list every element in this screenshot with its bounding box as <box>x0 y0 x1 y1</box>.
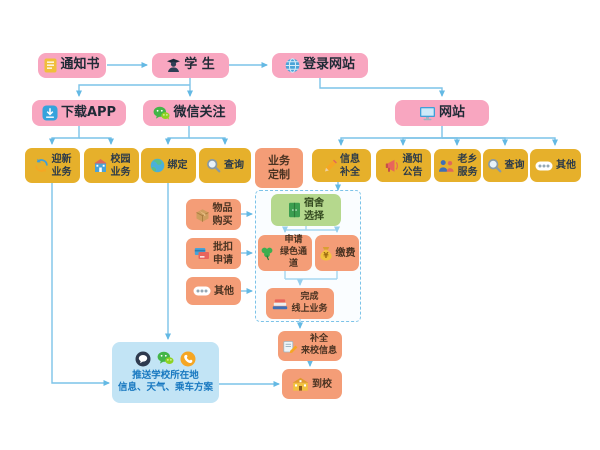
app-download-icon <box>42 105 58 121</box>
stack-icon <box>272 298 288 310</box>
push-icons <box>135 351 196 367</box>
node-wechat-follow: 微信关注 <box>143 100 236 126</box>
node-label: 补全 来校信息 <box>300 334 337 356</box>
node-other-custom: 其他 <box>186 277 241 305</box>
node-label: 校园 业务 <box>110 153 131 178</box>
node-green-channel: 申请 绿色通道 <box>258 235 312 271</box>
phone-icon <box>180 351 196 367</box>
push-label: 推送学校所在地 信息、天气、乘车方案 <box>117 369 213 393</box>
node-label: 老乡 服务 <box>457 153 478 178</box>
moneybag-icon: ¥ <box>319 246 333 261</box>
people-icon <box>438 159 455 173</box>
node-label: 申请 绿色通道 <box>279 235 307 269</box>
node-label: 查询 <box>504 160 525 171</box>
node-label: 绑定 <box>167 160 188 171</box>
node-query-wechat: 查询 <box>199 148 251 183</box>
node-notice: 通知书 <box>38 53 106 78</box>
node-business-customization: 业务 定制 <box>255 148 303 188</box>
node-label: 网站 <box>438 104 465 120</box>
node-label: 完成 线上业务 <box>291 291 328 314</box>
wechat-icon <box>157 351 174 366</box>
node-label: 信息 补全 <box>340 153 360 178</box>
monitor-icon <box>419 106 436 121</box>
school-icon <box>292 377 309 391</box>
node-deduction-application: 批扣 申请 <box>186 238 241 269</box>
wechat-icon <box>153 106 170 121</box>
dots-icon <box>193 286 211 296</box>
node-info-completion: 信息 补全 <box>312 149 371 182</box>
node-bind: 绑定 <box>141 148 196 183</box>
node-label: 其他 <box>556 160 576 171</box>
wardrobe-icon <box>288 202 301 218</box>
node-dorm-selection: 宿舍 选择 <box>271 194 341 226</box>
node-label: 批扣 申请 <box>213 241 233 266</box>
document-icon <box>44 58 57 73</box>
node-label: 缴费 <box>335 247 356 259</box>
node-label: 下载APP <box>60 104 117 120</box>
node-label: 其他 <box>214 285 234 297</box>
node-other-web: 其他 <box>530 149 581 182</box>
node-arrive-at-school: 到校 <box>282 369 342 399</box>
search-icon <box>206 158 221 173</box>
globe-icon <box>285 58 300 73</box>
node-label: 通知 公告 <box>402 153 423 178</box>
node-label: 迎新 业务 <box>51 153 72 178</box>
megaphone-icon <box>385 159 400 173</box>
node-label: 宿舍 选择 <box>304 198 324 222</box>
node-campus-services: 校园 业务 <box>84 148 139 183</box>
node-query-web: 查询 <box>483 149 528 182</box>
dots-icon <box>535 161 553 171</box>
node-label: 微信关注 <box>173 104 226 120</box>
node-label: 业务 定制 <box>268 153 290 181</box>
write-icon <box>283 340 298 353</box>
node-hometown-service: 老乡 服务 <box>434 149 481 182</box>
pencil-icon <box>323 159 337 173</box>
node-download-app: 下载APP <box>32 100 126 126</box>
node-label: 到校 <box>312 378 332 390</box>
node-label: 登录网站 <box>302 57 355 73</box>
search-icon <box>487 158 502 173</box>
node-label: 物品 购买 <box>212 202 233 227</box>
earth-icon <box>150 158 165 173</box>
node-student: 学 生 <box>152 53 229 78</box>
node-website: 网站 <box>395 100 489 126</box>
clover-icon <box>260 246 274 261</box>
student-icon <box>166 58 181 73</box>
push-info-box: 推送学校所在地 信息、天气、乘车方案 <box>112 342 219 403</box>
orientation-icon <box>34 158 49 173</box>
node-pay-fees: ¥ 缴费 <box>315 235 359 271</box>
chat-icon <box>135 351 151 367</box>
node-item-purchase: 物品 购买 <box>186 199 241 230</box>
node-finish-online-business: 完成 线上业务 <box>266 288 334 319</box>
campus-icon <box>93 158 108 173</box>
node-orientation-services: 迎新 业务 <box>25 148 80 183</box>
package-icon <box>195 208 210 222</box>
card-icon <box>194 247 210 260</box>
node-label: 通知书 <box>60 57 100 73</box>
node-fill-arrival-info: 补全 来校信息 <box>278 331 342 361</box>
node-label: 学 生 <box>184 57 215 73</box>
node-announcements: 通知 公告 <box>376 149 431 182</box>
svg-text:¥: ¥ <box>323 251 329 260</box>
node-label: 查询 <box>224 160 244 171</box>
node-login-website: 登录网站 <box>272 53 368 78</box>
